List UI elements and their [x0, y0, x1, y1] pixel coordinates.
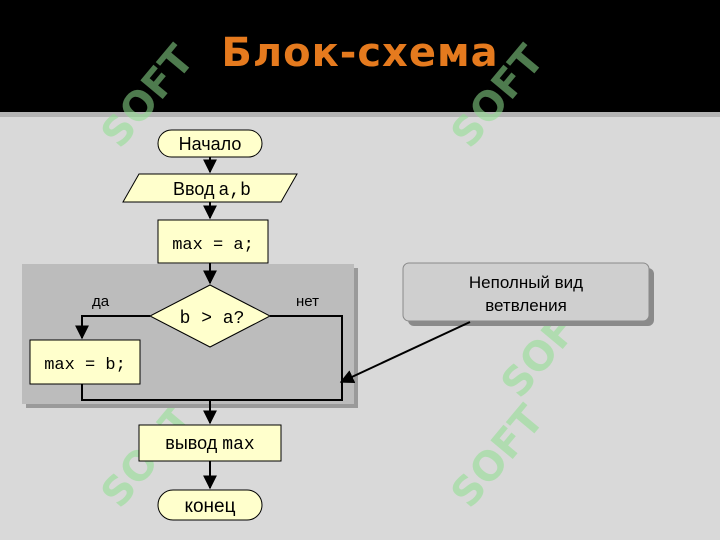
start-label: Начало — [179, 134, 242, 154]
input-word: Ввод — [173, 179, 215, 199]
title-rule — [0, 112, 720, 117]
connector-yes-branch — [75, 315, 150, 340]
end-label: конец — [184, 496, 235, 517]
input-block — [122, 173, 298, 203]
slide-title: Блок-схема — [221, 30, 499, 76]
watermark-top-right: SOFT — [442, 36, 553, 156]
watermark-text: SOFT — [442, 396, 553, 516]
callout-line-2: ветвления — [485, 296, 567, 315]
condition-diamond — [148, 284, 272, 348]
callout-box — [402, 262, 650, 322]
assign-a-block — [157, 219, 269, 264]
watermark-bottom-right: SOFT — [442, 396, 553, 516]
assign-b-block — [29, 339, 141, 385]
branch-no-label: нет — [296, 293, 319, 310]
connector-yes-merge — [81, 384, 210, 401]
branch-yes-label: да — [92, 293, 110, 310]
title-bar — [0, 0, 720, 112]
watermark-text: SOFT — [442, 36, 553, 156]
output-var: max — [222, 435, 254, 455]
input-vars: a,b — [219, 181, 251, 201]
connector-no-branch — [210, 315, 343, 401]
start-terminator — [157, 129, 263, 158]
condition-label: b > a? — [180, 309, 245, 329]
output-block — [138, 424, 282, 462]
end-terminator — [157, 489, 263, 521]
assign-b-label: max = b; — [44, 356, 126, 375]
callout-line-1: Неполный вид — [469, 273, 583, 292]
assign-a-label: max = a; — [172, 236, 254, 255]
callout-pointer — [339, 321, 471, 384]
output-word: вывод — [165, 433, 217, 453]
